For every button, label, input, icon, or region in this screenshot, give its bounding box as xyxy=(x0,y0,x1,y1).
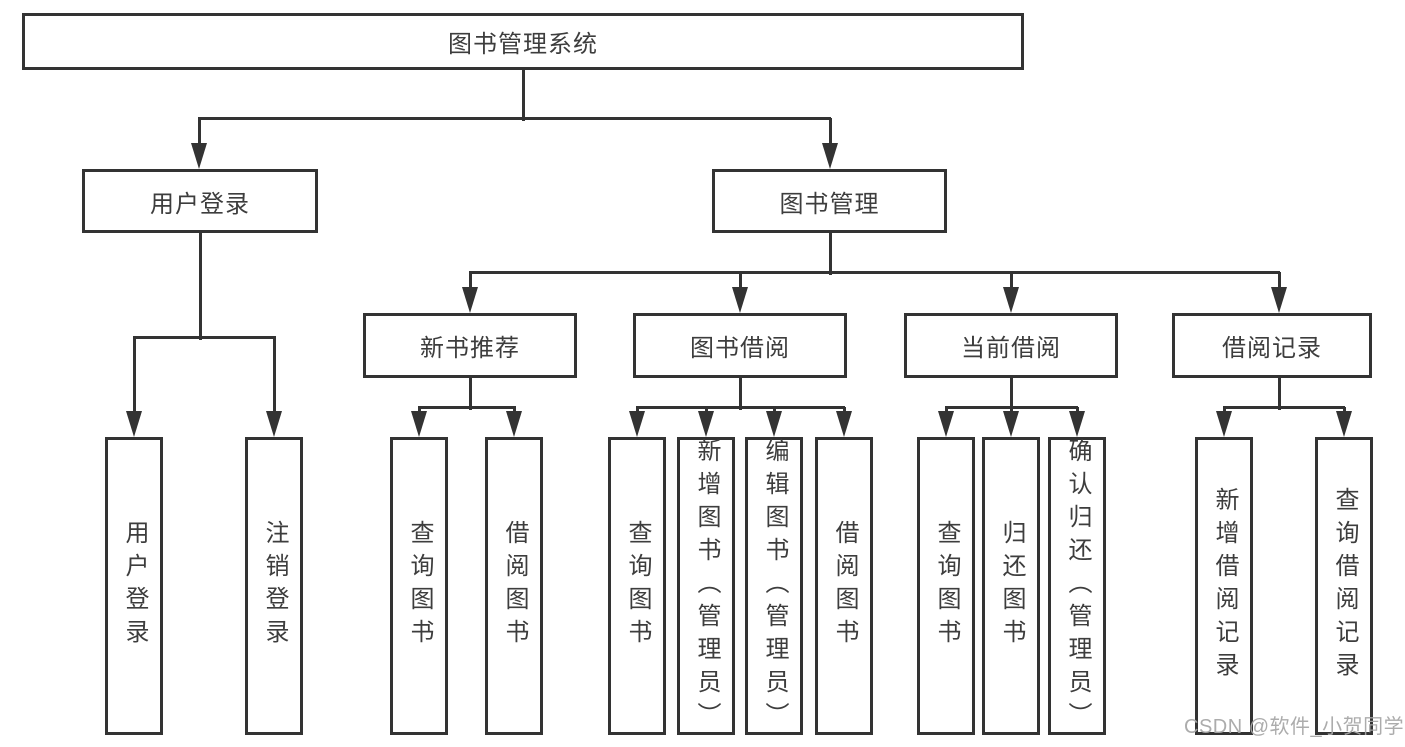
connector-line-vertical xyxy=(636,407,639,414)
leaf-confirm-return-admin: 确认归还（管理员） xyxy=(1048,437,1106,735)
leaf-query-books-current: 查询图书 xyxy=(917,437,975,735)
leaf-label: 借阅图书 xyxy=(831,520,858,652)
connector-line-vertical xyxy=(1076,407,1079,414)
connector-line-vertical xyxy=(829,118,832,146)
arrowhead-down-icon xyxy=(629,411,645,437)
leaf-label: 归还图书 xyxy=(998,520,1025,652)
leaf-label: 新增借阅记录 xyxy=(1211,487,1238,685)
arrowhead-down-icon xyxy=(126,411,142,437)
arrowhead-down-icon xyxy=(191,143,207,169)
leaf-label: 编辑图书（管理员） xyxy=(761,437,788,735)
leaf-label: 确认归还（管理员） xyxy=(1064,437,1091,735)
connector-line-vertical xyxy=(273,337,276,414)
connector-line-horizontal xyxy=(418,406,516,409)
connector-line-vertical xyxy=(1278,378,1281,410)
leaf-label: 新增图书（管理员） xyxy=(693,437,720,735)
leaf-label: 查询图书 xyxy=(624,520,651,652)
leaf-label: 用户登录 xyxy=(121,520,148,652)
connector-line-vertical xyxy=(1010,272,1013,290)
connector-line-vertical xyxy=(469,378,472,410)
node-library-management-system: 图书管理系统 xyxy=(22,13,1024,70)
arrowhead-down-icon xyxy=(698,411,714,437)
arrowhead-down-icon xyxy=(1336,411,1352,437)
node-borrowing-records: 借阅记录 xyxy=(1172,313,1372,378)
leaf-return-books: 归还图书 xyxy=(982,437,1040,735)
leaf-add-borrow-record: 新增借阅记录 xyxy=(1195,437,1253,735)
connector-line-horizontal xyxy=(1223,406,1345,409)
leaf-add-books-admin: 新增图书（管理员） xyxy=(677,437,735,735)
arrowhead-down-icon xyxy=(1216,411,1232,437)
leaf-edit-books-admin: 编辑图书（管理员） xyxy=(745,437,803,735)
leaf-borrow-books: 借阅图书 xyxy=(815,437,873,735)
arrowhead-down-icon xyxy=(506,411,522,437)
csdn-watermark: CSDN @软件_小贺同学 xyxy=(1184,716,1405,738)
connector-line-vertical xyxy=(773,407,776,414)
node-book-management: 图书管理 xyxy=(712,169,947,233)
connector-line-vertical xyxy=(133,337,136,414)
connector-line-vertical xyxy=(1223,407,1226,414)
arrowhead-down-icon xyxy=(462,287,478,313)
connector-line-vertical xyxy=(418,407,421,414)
connector-line-vertical xyxy=(198,118,201,146)
node-current-borrowing: 当前借阅 xyxy=(904,313,1118,378)
arrowhead-down-icon xyxy=(836,411,852,437)
connector-line-vertical xyxy=(843,407,846,414)
leaf-query-borrow-record: 查询借阅记录 xyxy=(1315,437,1373,735)
connector-line-vertical xyxy=(1010,407,1013,414)
node-user-login: 用户登录 xyxy=(82,169,318,233)
connector-line-vertical xyxy=(705,407,708,414)
arrowhead-down-icon xyxy=(1069,411,1085,437)
connector-line-vertical xyxy=(739,272,742,290)
leaf-label: 查询借阅记录 xyxy=(1331,487,1358,685)
connector-line-vertical xyxy=(1010,378,1013,410)
arrowhead-down-icon xyxy=(766,411,782,437)
arrowhead-down-icon xyxy=(1003,411,1019,437)
connector-line-vertical xyxy=(469,272,472,290)
arrowhead-down-icon xyxy=(1003,287,1019,313)
connector-line-vertical xyxy=(1278,272,1281,290)
arrowhead-down-icon xyxy=(938,411,954,437)
leaf-user-login: 用户登录 xyxy=(105,437,163,735)
leaf-logout: 注销登录 xyxy=(245,437,303,735)
leaf-borrow-books-recommend: 借阅图书 xyxy=(485,437,543,735)
node-book-borrowing: 图书借阅 xyxy=(633,313,847,378)
leaf-query-books-recommend: 查询图书 xyxy=(390,437,448,735)
connector-line-vertical xyxy=(199,232,202,340)
connector-line-vertical xyxy=(513,407,516,414)
leaf-label: 注销登录 xyxy=(261,520,288,652)
node-new-book-recommendation: 新书推荐 xyxy=(363,313,577,378)
arrowhead-down-icon xyxy=(732,287,748,313)
arrowhead-down-icon xyxy=(1271,287,1287,313)
leaf-label: 查询图书 xyxy=(933,520,960,652)
connector-line-vertical xyxy=(522,69,525,121)
connector-line-horizontal xyxy=(133,336,276,339)
connector-line-vertical xyxy=(1343,407,1346,414)
connector-line-horizontal xyxy=(469,271,1280,274)
leaf-label: 借阅图书 xyxy=(501,520,528,652)
arrowhead-down-icon xyxy=(266,411,282,437)
connector-line-vertical xyxy=(739,378,742,410)
connector-line-vertical xyxy=(945,407,948,414)
arrowhead-down-icon xyxy=(411,411,427,437)
arrowhead-down-icon xyxy=(822,143,838,169)
connector-line-horizontal xyxy=(198,117,831,120)
connector-line-vertical xyxy=(829,232,832,275)
leaf-label: 查询图书 xyxy=(406,520,433,652)
leaf-query-books-borrow: 查询图书 xyxy=(608,437,666,735)
